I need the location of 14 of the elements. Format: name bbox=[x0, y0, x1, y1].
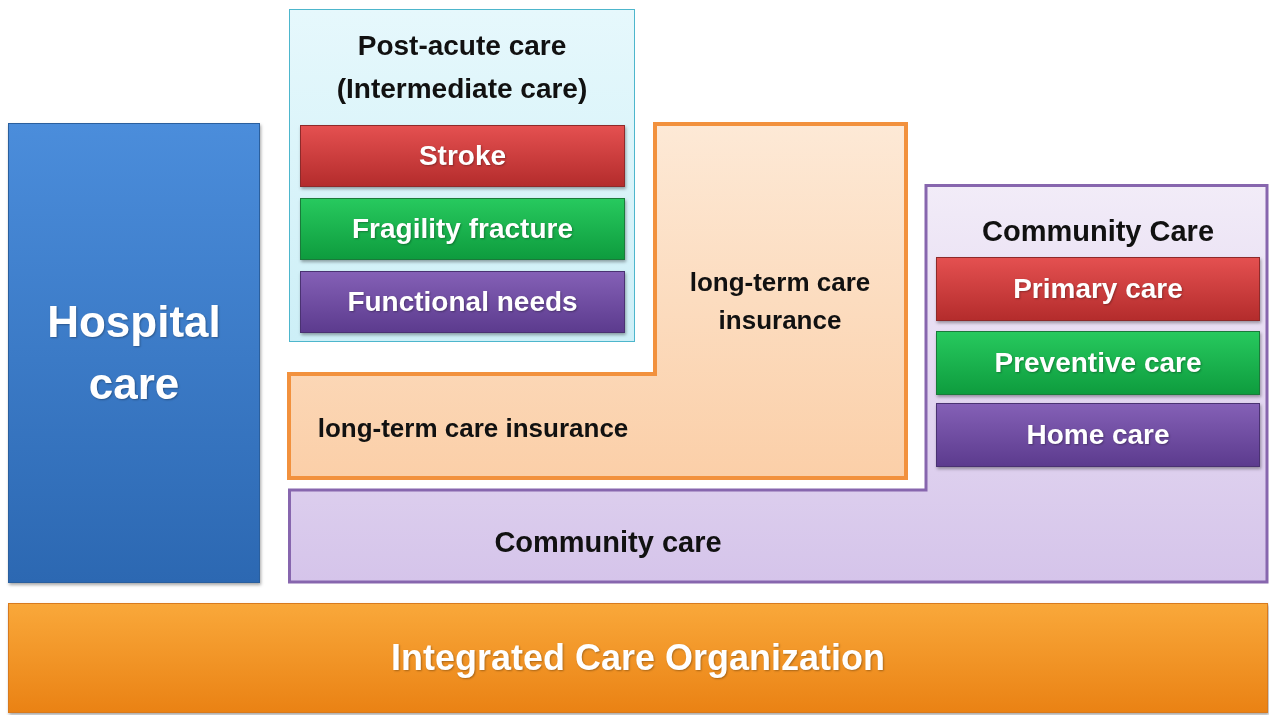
section-heading: Community Care bbox=[980, 213, 1215, 249]
insurance-label: long-term care insurance bbox=[688, 266, 872, 337]
post-acute-care-panel bbox=[289, 9, 635, 342]
panel-heading: Post-acute care (Intermediate care) bbox=[335, 29, 589, 107]
service-bar: Home care bbox=[936, 403, 1260, 467]
service-bar: Preventive care bbox=[936, 331, 1260, 395]
category-bar: Functional needs bbox=[300, 271, 625, 333]
insurance-label: long-term care insurance bbox=[316, 412, 630, 446]
organization-bar: Integrated Care Organization bbox=[8, 603, 1268, 713]
section-label: Community care bbox=[493, 524, 723, 560]
category-bar: Stroke bbox=[300, 125, 625, 187]
category-bar: Fragility fracture bbox=[300, 198, 625, 260]
service-bar: Primary care bbox=[936, 257, 1260, 321]
hospital-care-box: Hospital care bbox=[8, 123, 260, 583]
